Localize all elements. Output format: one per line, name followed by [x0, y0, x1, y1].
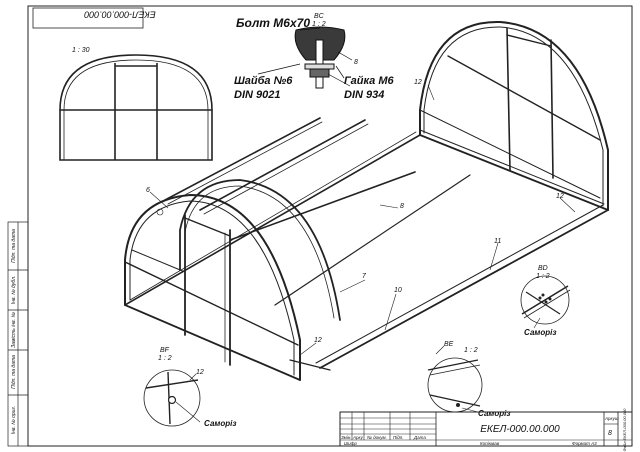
part-8-mid: 8	[400, 203, 404, 210]
sheet-frame	[27, 5, 633, 447]
nut-callout-1: Гайка М6	[344, 75, 394, 87]
part-12-front: 12	[314, 337, 322, 344]
tb-kopiyuv: Копіював	[480, 441, 500, 446]
side-stamp-c2: Інв. № дубл.	[11, 276, 17, 305]
tb-label-zmin: Змін.	[341, 435, 352, 440]
tb-format: Формат А3	[572, 441, 597, 446]
side-stamp-c3: Замість інв. №	[11, 312, 17, 348]
detail-be	[427, 345, 483, 413]
part-12-top: 12	[414, 79, 422, 86]
part-12-right: 12	[556, 193, 564, 200]
tb-designation: ЕКЕЛ-000.00.000	[480, 424, 560, 435]
part-6: 6	[146, 187, 150, 194]
tb-label-arku: Арку	[352, 435, 364, 440]
screw-bd: Саморіз	[524, 328, 556, 337]
tb-file: Файл:ЕКЕЛ-000.00.000	[622, 408, 627, 452]
detail-bc-scale: 1 : 2	[312, 21, 326, 28]
detail-be-scale: 1 : 2	[464, 347, 478, 354]
top-stamp: ЕКЕЛ-000.00.000	[32, 7, 156, 29]
tb-sheet-label: Аркуш	[604, 416, 619, 421]
leader-lines	[149, 84, 576, 356]
washer-callout-1: Шайба №6	[234, 75, 293, 87]
tb-label-dokum: № докум.	[367, 435, 387, 440]
part-11: 11	[494, 238, 501, 245]
side-stamp-c5: Інв. № ориг.	[11, 406, 17, 435]
detail-bd	[520, 275, 571, 329]
overview-front-view	[59, 54, 213, 161]
detail-bd-scale: 1 : 2	[536, 273, 550, 280]
overview-scale: 1 : 30	[72, 47, 90, 54]
part-12-bf: 12	[196, 369, 204, 376]
detail-bf-label: BF	[160, 347, 170, 354]
detail-bc-label: BC	[314, 13, 325, 20]
nut-callout-2: DIN 934	[344, 89, 384, 101]
part-8-top: 8	[354, 59, 358, 66]
tb-label-data: Дата	[413, 435, 426, 440]
detail-bf-scale: 1 : 2	[158, 355, 172, 362]
tb-shifr: Шифр	[344, 441, 357, 446]
detail-be-label: BE	[444, 341, 454, 348]
top-stamp-code: ЕКЕЛ-000.00.000	[84, 10, 156, 20]
detail-bc	[257, 26, 353, 89]
side-stamp-c1: Підп. та дата	[11, 229, 17, 263]
screw-be: Саморіз	[478, 409, 510, 418]
detail-markers	[156, 208, 545, 304]
tb-label-pidp: Підп.	[393, 435, 403, 440]
detail-bd-label: BD	[538, 265, 548, 272]
detail-bf	[143, 369, 201, 427]
bolt-callout: Болт М6х70	[236, 16, 310, 30]
part-7: 7	[362, 273, 367, 280]
washer-callout-2: DIN 9021	[234, 89, 280, 101]
part-10: 10	[394, 287, 402, 294]
side-stamp-c4: Підп. та дата	[11, 355, 17, 389]
side-stamp	[7, 221, 29, 447]
tb-sheet-no: 8	[608, 430, 612, 437]
screw-bf: Саморіз	[204, 419, 236, 428]
title-block	[339, 411, 633, 447]
greenhouse-frame	[124, 20, 609, 381]
